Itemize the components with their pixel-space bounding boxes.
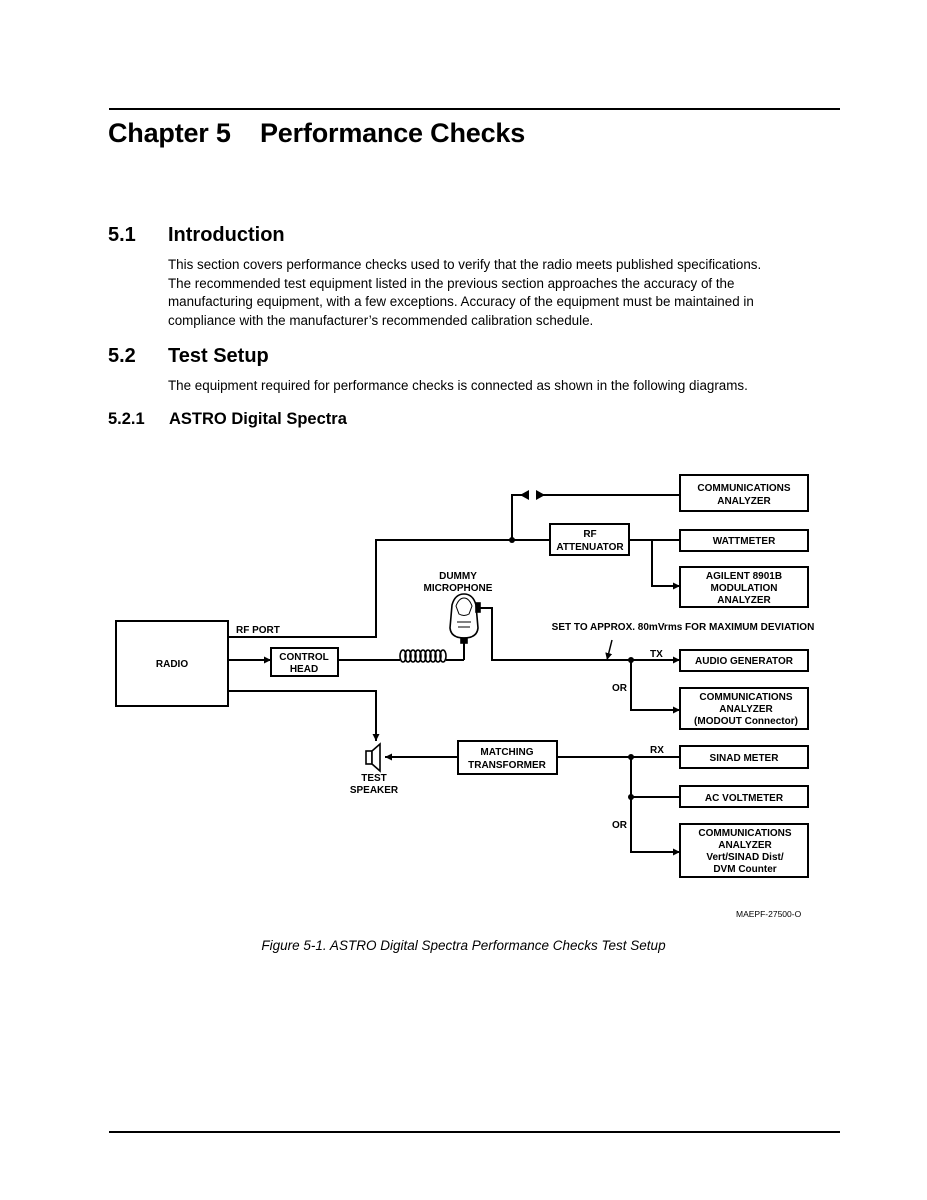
- modulation-analyzer-cable: [651, 540, 680, 590]
- paragraph-line: compliance with the manufacturer’s recom…: [168, 312, 594, 328]
- test-setup-paragraph: The equipment required for performance c…: [168, 377, 840, 396]
- junction-dot: [628, 657, 634, 663]
- or-label: OR: [612, 820, 628, 831]
- radio-box: [115, 620, 229, 707]
- ac-voltmeter-label: AC VOLTMETER: [705, 793, 784, 804]
- section-title: Introduction: [168, 224, 285, 246]
- control-head-box: [270, 647, 339, 677]
- sinad-meter-label: SINAD METER: [710, 753, 780, 764]
- chapter-number: Chapter 5: [108, 118, 231, 148]
- junction-dot: [628, 754, 634, 760]
- ac-voltmeter-cable: [630, 757, 680, 798]
- rx-label: RX: [650, 745, 664, 756]
- subsection-heading: 5.2.1 ASTRO Digital Spectra: [108, 410, 347, 429]
- chapter-name: Performance Checks: [260, 118, 526, 148]
- modout-cable: [630, 660, 680, 714]
- audio-generator-label: AUDIO GENERATOR: [695, 656, 794, 667]
- junction-dot: [509, 537, 515, 543]
- bidirectional-arrow-icon: [520, 490, 545, 500]
- radio-label: RADIO: [156, 659, 188, 670]
- comm-analyzer-modout-box: [679, 687, 809, 730]
- paragraph-line: manufacturing equipment, with a few exce…: [168, 294, 754, 309]
- footer-rule: [109, 1131, 840, 1133]
- header-rule: [109, 108, 840, 110]
- comm-analyzer-sinad-cable: [630, 797, 680, 856]
- paragraph-line: The equipment required for performance c…: [168, 378, 748, 393]
- subsection-title: ASTRO Digital Spectra: [169, 410, 347, 428]
- section-heading-test-setup: 5.2 Test Setup: [108, 345, 269, 368]
- paragraph-line: This section covers performance checks u…: [168, 257, 762, 272]
- rf-port-label: RF PORT: [236, 625, 280, 636]
- section-number: 5.1: [108, 224, 136, 246]
- deviation-pointer: [605, 639, 613, 661]
- introduction-paragraph: This section covers performance checks u…: [168, 256, 840, 330]
- section-number: 5.2: [108, 345, 136, 367]
- section-title: Test Setup: [168, 345, 269, 367]
- deviation-note: SET TO APPROX. 80mVrms FOR MAXIMUM DEVIA…: [552, 622, 815, 633]
- tx-label: TX: [650, 649, 663, 660]
- rf-branch-cable: [511, 494, 528, 540]
- comm-analyzer-sinad-box: [679, 823, 809, 878]
- speaker-cable: [228, 690, 380, 741]
- rf-cable: [228, 539, 550, 638]
- wattmeter-label: WATTMETER: [713, 536, 776, 547]
- paragraph-line: The recommended test equipment listed in…: [168, 275, 735, 291]
- or-label: OR: [612, 683, 628, 694]
- subsection-number: 5.2.1: [108, 410, 145, 428]
- audio-cable: [478, 607, 680, 664]
- junction-dot: [628, 794, 634, 800]
- chapter-title: Chapter 5 Performance Checks: [108, 118, 525, 149]
- coiled-cord-icon: [399, 649, 447, 663]
- figure-code: MAEPF-27500-O: [736, 909, 802, 919]
- figure-caption: Figure 5-1. ASTRO Digital Spectra Perfor…: [261, 938, 666, 953]
- section-heading-introduction: 5.1 Introduction: [108, 224, 285, 247]
- comm-analyzer-top-box: [679, 474, 809, 512]
- speaker-icon: [365, 742, 381, 773]
- microphone-icon: [449, 593, 481, 644]
